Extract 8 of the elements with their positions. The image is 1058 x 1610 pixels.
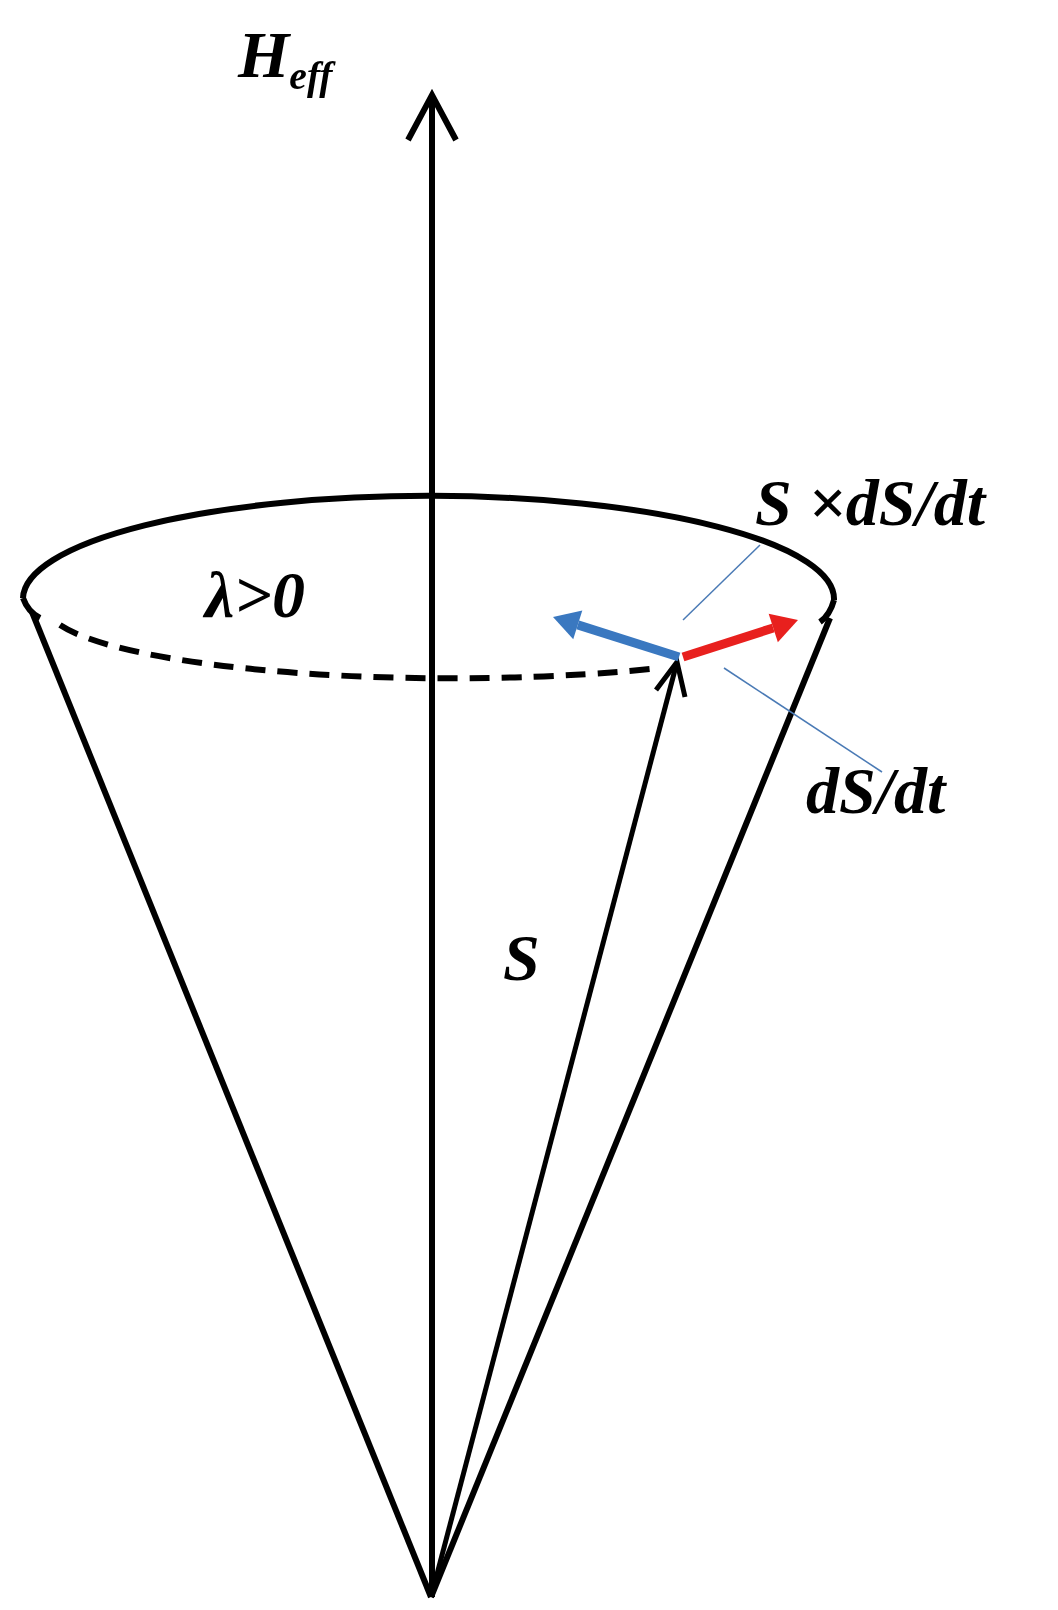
leader-line — [682, 544, 761, 621]
vector-arrow — [681, 613, 798, 662]
vector-label: S — [503, 925, 540, 991]
condition-label: λ>0 — [205, 562, 305, 628]
vector-label: S ×dS/dt — [755, 470, 986, 536]
leader-line — [723, 667, 883, 773]
vector-arrow — [553, 610, 681, 662]
vector-label: dS/dt — [806, 758, 946, 824]
